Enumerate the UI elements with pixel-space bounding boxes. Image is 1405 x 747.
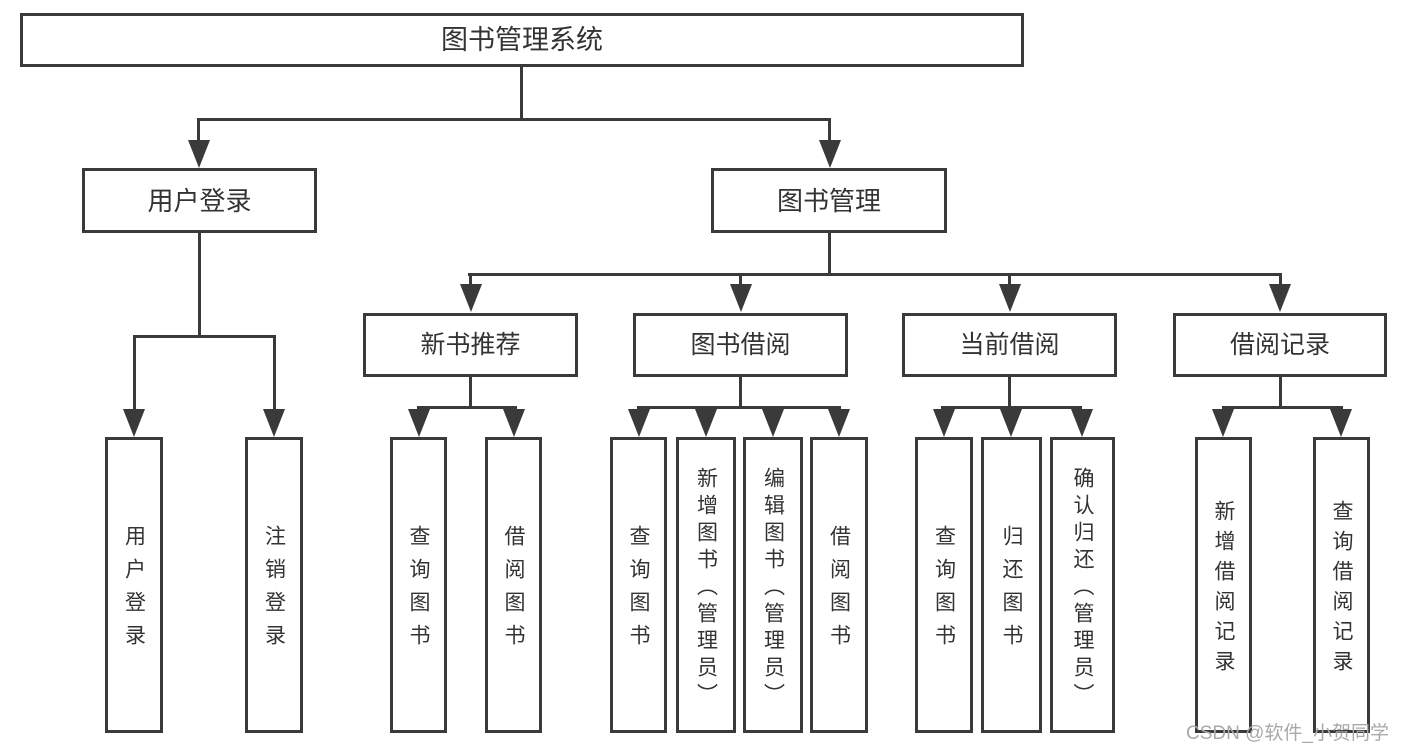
connector-line: [197, 118, 200, 144]
connector-line: [133, 335, 136, 413]
arrow-down-icon: [762, 409, 784, 437]
connector-line: [637, 406, 841, 409]
node-label: 借阅图书: [827, 525, 851, 657]
node-label: 当前借阅: [959, 330, 1060, 359]
connector-line: [469, 377, 472, 408]
connector-line: [739, 273, 742, 287]
node-book-management: 图书管理: [711, 168, 947, 233]
node-library-management-system: 图书管理系统: [20, 13, 1024, 67]
node-label: 查询借阅记录: [1330, 499, 1353, 680]
watermark: CSDN @软件_小贺同学: [1186, 723, 1389, 744]
leaf-logout: 注销登录: [245, 437, 303, 733]
connector-line: [739, 377, 742, 408]
connector-line: [828, 118, 831, 144]
node-book-borrowing: 图书借阅: [633, 313, 848, 377]
node-borrowing-records: 借阅记录: [1173, 313, 1387, 377]
node-label: 查询图书: [627, 525, 650, 657]
node-label: 借阅图书: [502, 525, 525, 657]
arrow-down-icon: [1269, 284, 1291, 312]
node-label: 图书管理系统: [441, 24, 603, 55]
connector-line: [273, 335, 276, 413]
leaf-add-borrow-record: 新增借阅记录: [1195, 437, 1252, 733]
arrow-down-icon: [1330, 409, 1352, 437]
connector-line: [941, 406, 1082, 409]
leaf-query-borrow-record: 查询借阅记录: [1313, 437, 1370, 733]
leaf-add-book-admin: 新增图书（管理员）: [676, 437, 736, 733]
leaf-query-books-1: 查询图书: [390, 437, 447, 733]
connector-line: [133, 335, 276, 338]
connector-line: [828, 233, 831, 275]
leaf-borrow-books-1: 借阅图书: [485, 437, 542, 733]
connector-line: [1279, 273, 1282, 287]
connector-line: [1008, 377, 1011, 408]
node-label: 新增借阅记录: [1212, 499, 1235, 680]
node-label: 新增图书（管理员）: [694, 466, 718, 710]
connector-line: [520, 67, 523, 121]
connector-line: [468, 273, 1282, 276]
leaf-edit-book-admin: 编辑图书（管理员）: [743, 437, 803, 733]
arrow-down-icon: [188, 140, 210, 168]
node-user-login: 用户登录: [82, 168, 317, 233]
node-label: 图书借阅: [690, 330, 791, 359]
arrow-down-icon: [1000, 409, 1022, 437]
node-label: 新书推荐: [420, 330, 521, 359]
leaf-return-books: 归还图书: [981, 437, 1042, 733]
arrow-down-icon: [730, 284, 752, 312]
arrow-down-icon: [263, 409, 285, 437]
leaf-query-books-2: 查询图书: [610, 437, 667, 733]
arrow-down-icon: [460, 284, 482, 312]
connector-line: [198, 233, 201, 337]
node-label: 图书管理: [776, 185, 881, 216]
node-new-book-recommendation: 新书推荐: [363, 313, 578, 377]
arrow-down-icon: [933, 409, 955, 437]
leaf-query-books-3: 查询图书: [915, 437, 973, 733]
arrow-down-icon: [628, 409, 650, 437]
connector-line: [469, 273, 472, 287]
connector-line: [417, 406, 517, 409]
arrow-down-icon: [408, 409, 430, 437]
node-current-borrowing: 当前借阅: [902, 313, 1117, 377]
arrow-down-icon: [1071, 409, 1093, 437]
node-label: 查询图书: [407, 525, 430, 657]
arrow-down-icon: [819, 140, 841, 168]
arrow-down-icon: [695, 409, 717, 437]
node-label: 注销登录: [262, 525, 286, 657]
connector-line: [1008, 273, 1011, 287]
arrow-down-icon: [999, 284, 1021, 312]
connector-line: [197, 118, 831, 121]
leaf-borrow-books-2: 借阅图书: [810, 437, 868, 733]
node-label: 确认归还（管理员）: [1071, 466, 1094, 710]
arrow-down-icon: [123, 409, 145, 437]
leaf-confirm-return-admin: 确认归还（管理员）: [1050, 437, 1115, 733]
arrow-down-icon: [1212, 409, 1234, 437]
node-label: 归还图书: [1000, 525, 1023, 657]
node-label: 借阅记录: [1229, 330, 1330, 359]
node-label: 查询图书: [932, 525, 956, 657]
arrow-down-icon: [828, 409, 850, 437]
node-label: 用户登录: [147, 185, 252, 216]
arrow-down-icon: [503, 409, 525, 437]
connector-line: [1279, 377, 1282, 408]
node-label: 用户登录: [122, 525, 146, 657]
connector-line: [1222, 406, 1343, 409]
node-label: 编辑图书（管理员）: [761, 466, 785, 710]
leaf-user-login: 用户登录: [105, 437, 163, 733]
